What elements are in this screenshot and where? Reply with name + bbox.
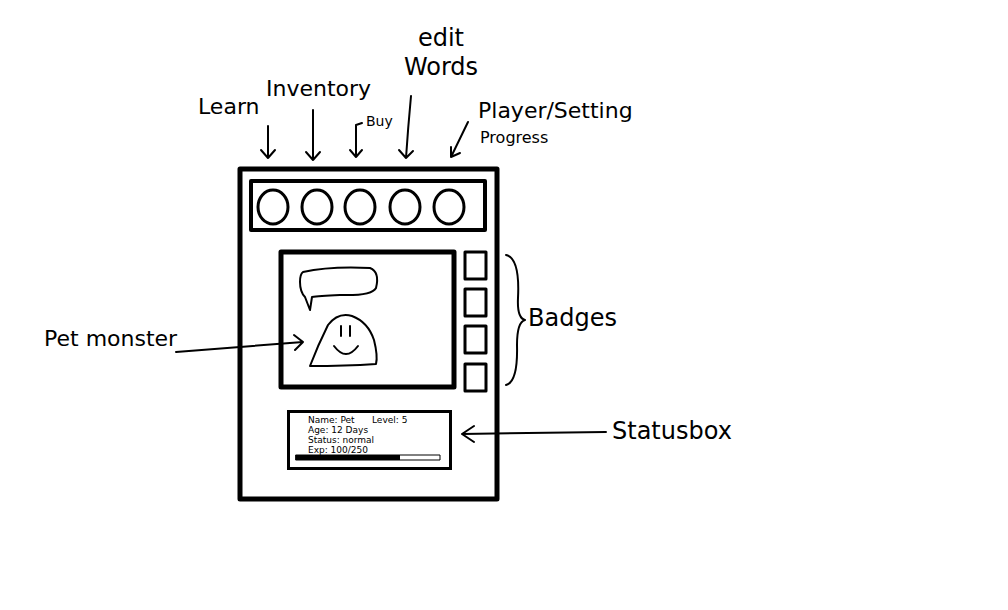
menu-button: [434, 190, 464, 224]
leader-arrow: [451, 122, 468, 157]
leader-arrow: [399, 96, 413, 158]
menu-button: [302, 190, 332, 224]
badge-slot: [465, 326, 486, 353]
annotation-label: Buy: [366, 113, 393, 130]
speech-bubble: [300, 268, 377, 311]
status-box: Name: Pet Level: 5 Age: 12 DaysStatus: nor…: [287, 410, 452, 470]
status-text: Exp: 100/250: [308, 446, 368, 456]
badge-slot: [465, 364, 486, 391]
menu-button: [258, 190, 288, 224]
status-text: Name: Pet: [308, 416, 355, 426]
pet-screen: [281, 252, 454, 387]
leader-arrow: [176, 335, 303, 352]
menu-button: [345, 190, 375, 224]
annotation-label: Progress: [480, 128, 548, 147]
pet-eyes: [341, 326, 350, 336]
annotation-label: Statusbox: [612, 417, 732, 446]
leader-arrow: [306, 110, 320, 160]
pet-smile: [334, 346, 358, 354]
annotation-label: Learn: [198, 94, 260, 120]
menu-button: [390, 190, 420, 224]
annotation-label: Inventory: [266, 76, 371, 102]
exp-bar-fill: [296, 455, 400, 460]
leader-arrow: [462, 426, 606, 442]
leader-arrow: [261, 126, 275, 158]
status-text: Level: 5: [372, 416, 407, 426]
annotation-label: Badges: [528, 304, 617, 333]
annotation-label: Player/Setting: [478, 98, 633, 124]
badge-slot: [465, 289, 486, 316]
exp-bar: [296, 455, 440, 460]
annotation-label: Pet monster: [44, 326, 177, 352]
leader-arrow: [350, 123, 362, 157]
status-text: Age: 12 Days: [308, 426, 368, 436]
menu-bar: [251, 181, 485, 230]
bracket: [506, 255, 525, 385]
device-frame: [240, 169, 497, 499]
badge-slot: [465, 252, 486, 279]
status-text: Status: normal: [308, 436, 374, 446]
annotation-label: edit Words: [398, 24, 484, 82]
pet-monster: [310, 315, 377, 366]
